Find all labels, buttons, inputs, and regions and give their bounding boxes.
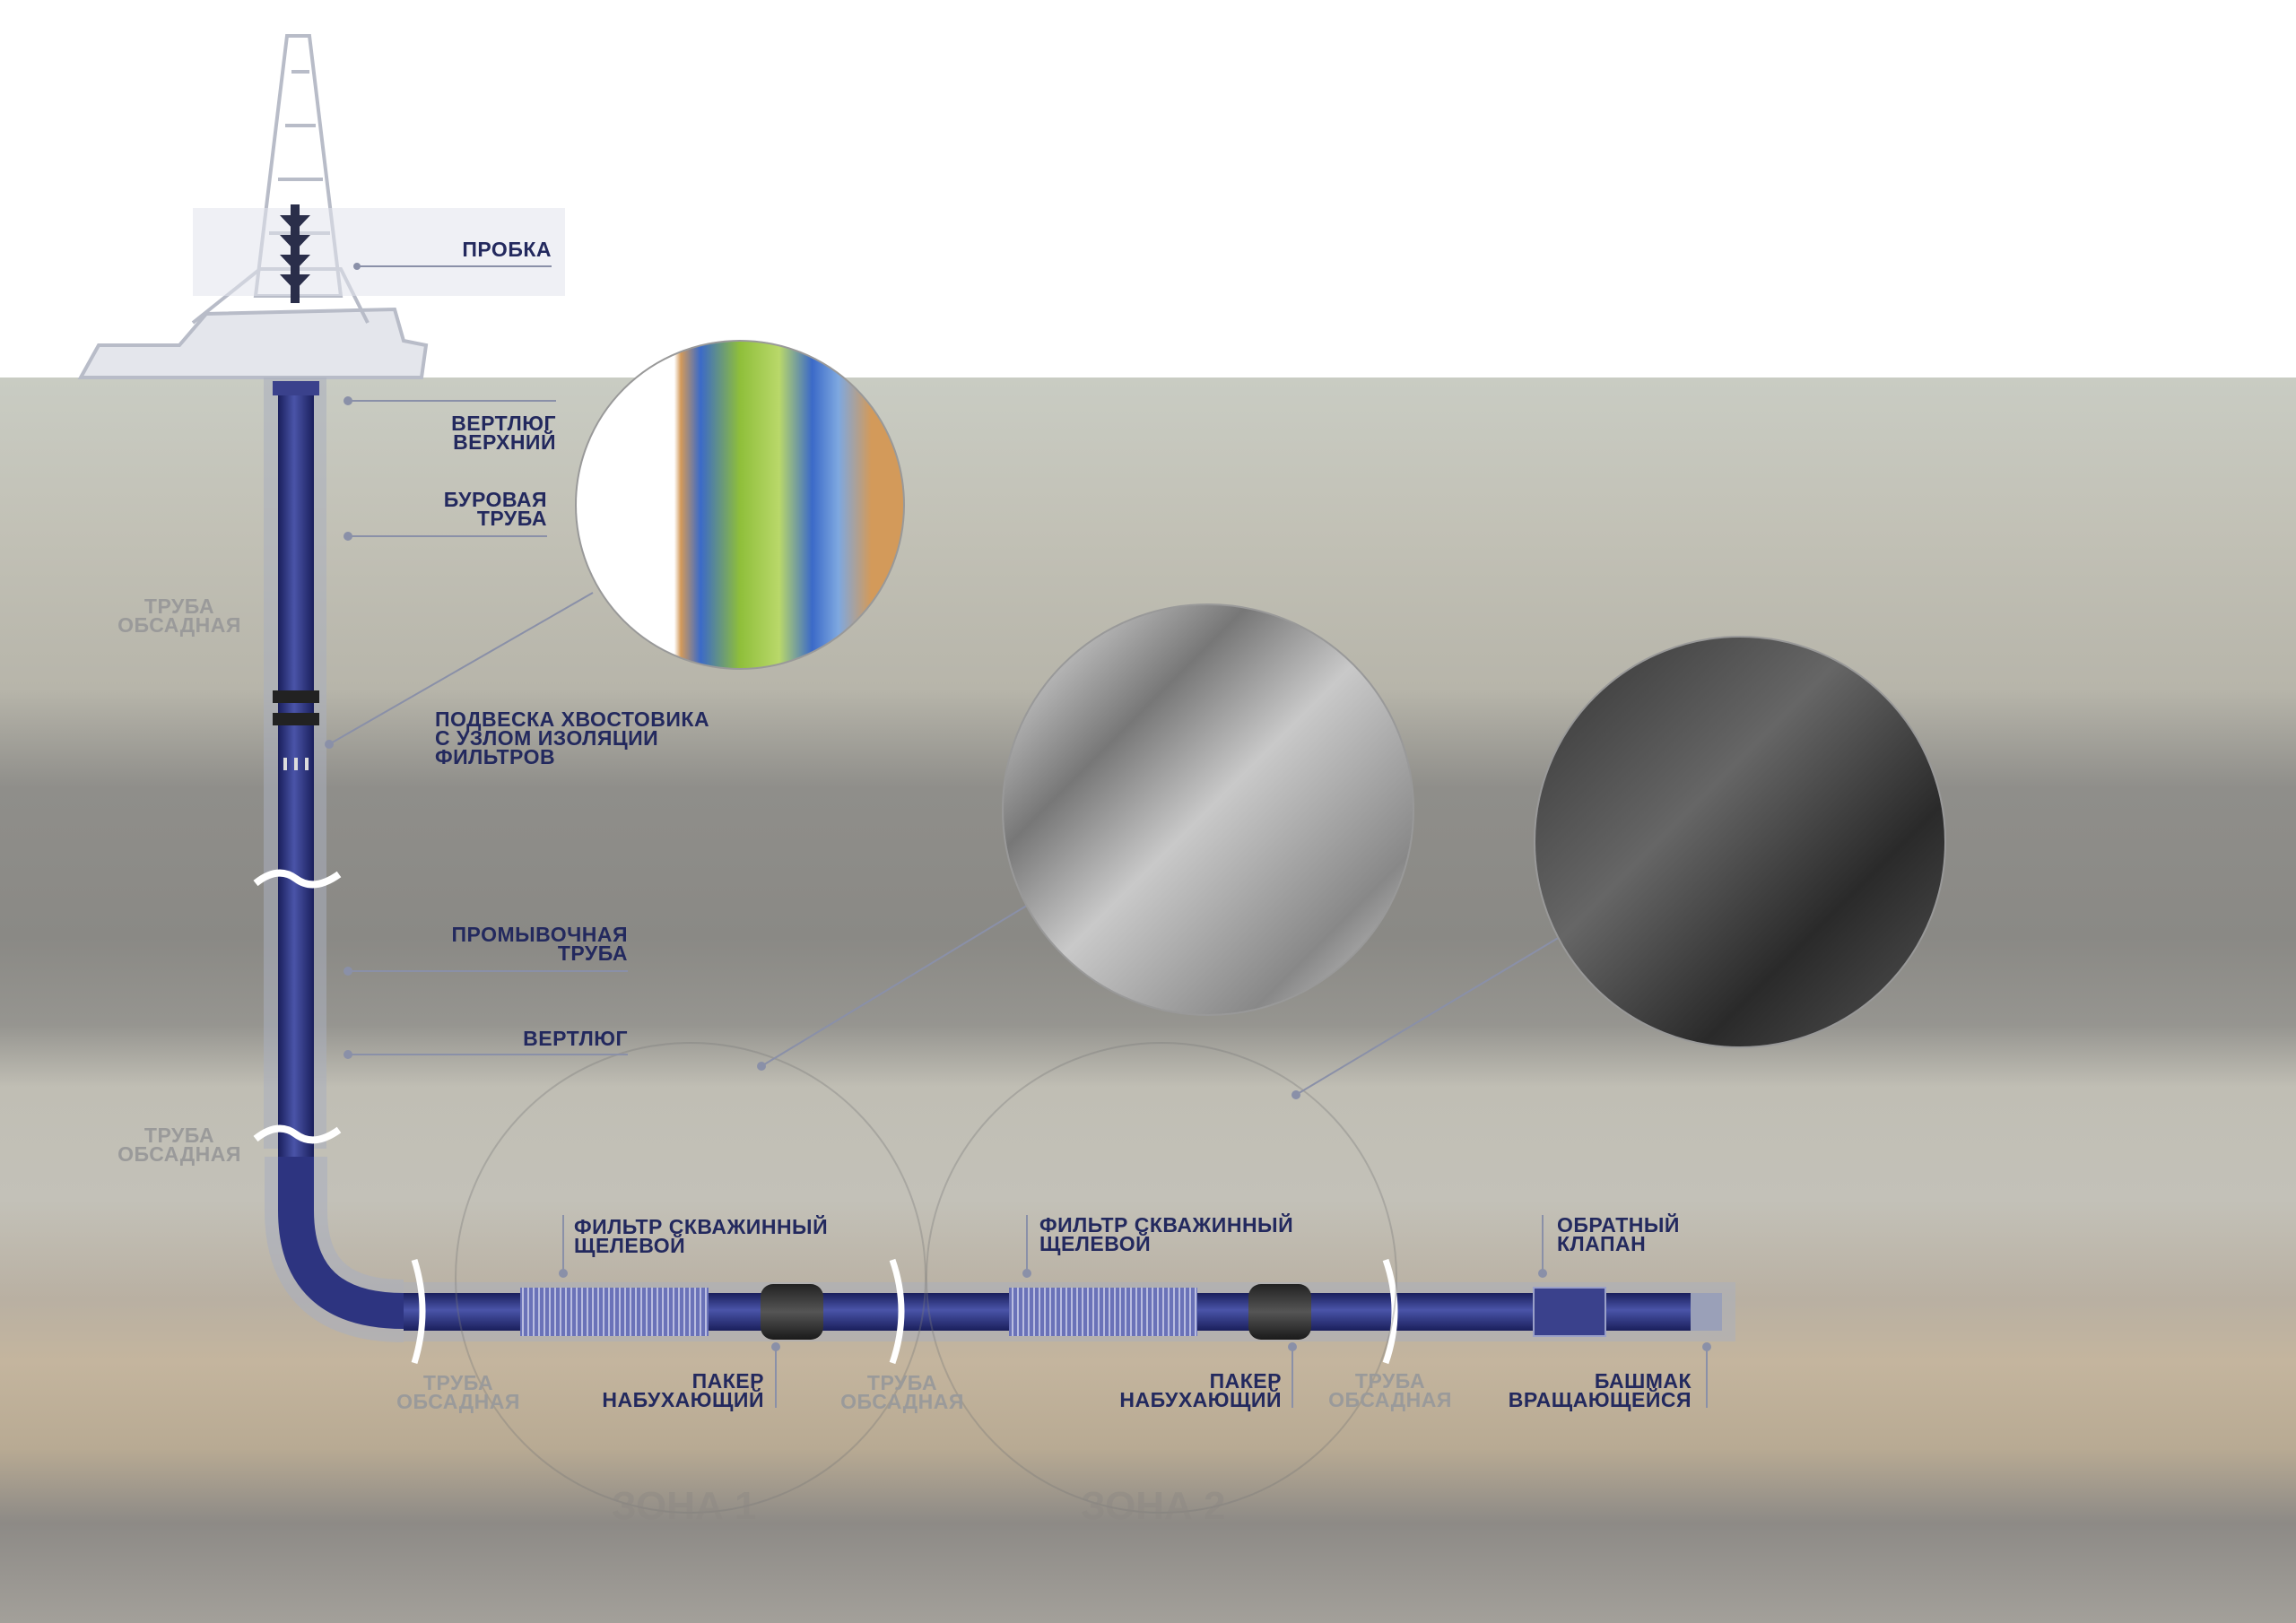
drill-pipe-vertical <box>278 381 314 1161</box>
swellable-packer-2 <box>1248 1284 1311 1340</box>
rotating-shoe <box>1691 1293 1722 1331</box>
label-plug: ПРОБКА <box>462 238 552 261</box>
plug-icon <box>280 204 310 303</box>
zone-2-outline <box>926 1042 1397 1514</box>
pipe-break-icon <box>253 1124 342 1144</box>
slotted-filter-detail-image <box>1002 603 1414 1016</box>
zone-1-outline <box>455 1042 926 1514</box>
slotted-filter-2 <box>1009 1288 1197 1336</box>
drilling-rig-icon <box>77 34 429 379</box>
label-swivel: ВЕРТЛЮГ <box>523 1027 628 1050</box>
zone-2-label: ЗОНА 2 <box>1081 1484 1226 1528</box>
pipe-bend <box>278 1157 404 1329</box>
pipe-break-icon <box>889 1258 905 1365</box>
check-valve <box>1533 1287 1606 1337</box>
pipe-break-icon <box>411 1258 426 1365</box>
slotted-filter-1 <box>520 1288 709 1336</box>
pipe-break-icon <box>1382 1258 1398 1365</box>
packer-detail-image <box>1534 636 1946 1048</box>
zone-1-label: ЗОНА 1 <box>612 1484 757 1528</box>
pipe-break-icon <box>253 869 342 889</box>
plug-callout-box <box>193 208 565 296</box>
swellable-packer-1 <box>761 1284 823 1340</box>
liner-hanger-detail-image <box>575 340 905 670</box>
